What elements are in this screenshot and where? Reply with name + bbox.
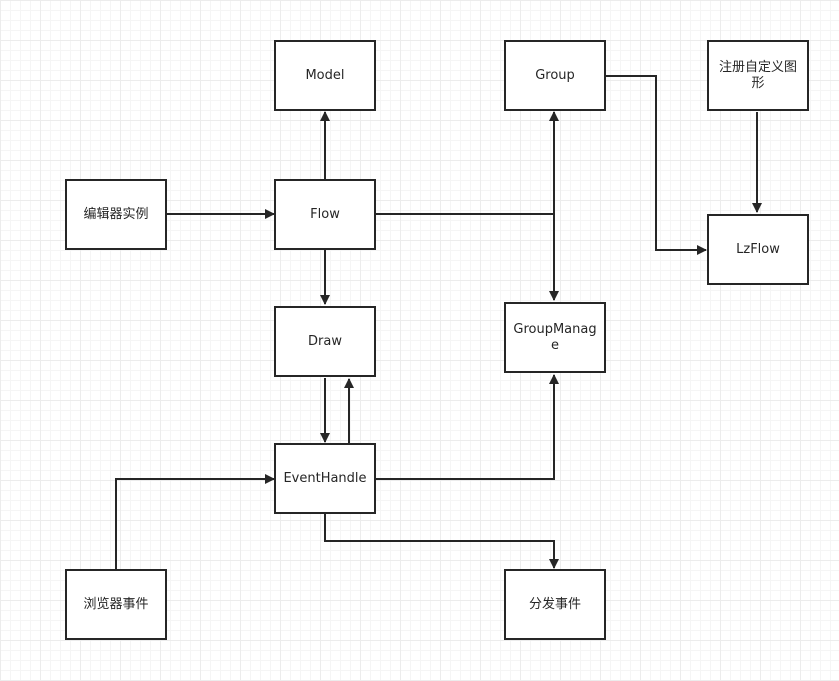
edge-eventhandle-to-dispatch bbox=[324, 514, 559, 569]
node-groupmanage[interactable]: GroupManage bbox=[504, 302, 606, 373]
node-flow-label: Flow bbox=[310, 206, 340, 222]
edge-eventhandle-to-groupmanage bbox=[376, 374, 559, 480]
node-dispatch-label: 分发事件 bbox=[528, 596, 581, 612]
node-editor-label: 编辑器实例 bbox=[83, 206, 149, 222]
node-dispatch-events[interactable]: 分发事件 bbox=[504, 569, 606, 640]
node-browser-label: 浏览器事件 bbox=[83, 596, 149, 612]
node-draw-label: Draw bbox=[308, 333, 342, 349]
node-browser-events[interactable]: 浏览器事件 bbox=[65, 569, 167, 640]
node-register-label: 注册自定义图形 bbox=[718, 59, 797, 91]
node-eventhandle-label: EventHandle bbox=[283, 470, 367, 486]
node-editor-instance[interactable]: 编辑器实例 bbox=[65, 179, 167, 250]
node-model-label: Model bbox=[305, 67, 345, 83]
node-group[interactable]: Group bbox=[504, 40, 606, 111]
node-register-custom-shape[interactable]: 注册自定义图形 bbox=[707, 40, 809, 111]
node-flow[interactable]: Flow bbox=[274, 179, 376, 250]
edge-flow-to-group bbox=[376, 111, 559, 215]
node-lzflow-label: LzFlow bbox=[736, 241, 780, 257]
node-groupmanage-label: GroupManage bbox=[513, 321, 597, 353]
node-model[interactable]: Model bbox=[274, 40, 376, 111]
edge-browser-to-eventhandle bbox=[115, 474, 275, 570]
node-lzflow[interactable]: LzFlow bbox=[707, 214, 809, 285]
node-eventhandle[interactable]: EventHandle bbox=[274, 443, 376, 514]
node-group-label: Group bbox=[535, 67, 575, 83]
edge-group-to-lzflow bbox=[606, 75, 707, 255]
node-draw[interactable]: Draw bbox=[274, 306, 376, 377]
